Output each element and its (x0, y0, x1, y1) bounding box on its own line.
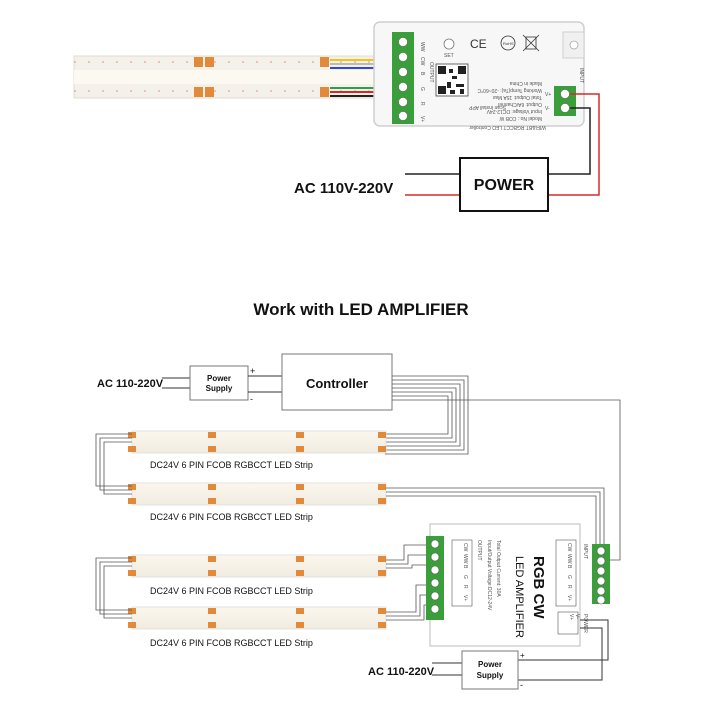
power-label: POWER (474, 177, 535, 194)
amp-input-terminal-label: G (566, 575, 572, 579)
amplifier-voltage: Input/Output Voltage:DC12-24V (486, 540, 492, 611)
weee-bin-icon (522, 34, 540, 52)
rohs-mark: RoHS (503, 41, 514, 46)
amplifier-power-wires (432, 619, 609, 681)
minus-sign: - (520, 680, 523, 690)
led-strip-group-4: DC24V 6 PIN FCOB RGBCCT LED Strip (95, 584, 430, 648)
led-strip (131, 430, 387, 454)
top-power-supply: POWER (459, 157, 549, 212)
strip-label: DC24V 6 PIN FCOB RGBCCT LED Strip (150, 460, 313, 470)
amplifier-output-label: OUTPUT (476, 540, 482, 561)
led-strip (131, 606, 387, 630)
top-ac-label: AC 110V-220V (294, 180, 393, 197)
controller-bus-wires (385, 375, 621, 561)
set-button (443, 38, 455, 50)
solder-pad (194, 87, 203, 97)
minus-sign: - (250, 394, 253, 404)
amplifier-title: RGB CW (530, 556, 547, 619)
led-strip (131, 482, 387, 506)
amp-input-terminal-label: B (566, 565, 572, 569)
certification-marks: CE RoHS (470, 34, 540, 52)
amplifier-subtitle: LED AMPLIFIER (513, 556, 525, 638)
controller-terminal-label: R (419, 102, 425, 106)
ac-input-label-bottom: AC 110-220V (368, 666, 435, 678)
amplifier-input-label: INPUT (582, 544, 588, 559)
power-supply-label: Power (478, 660, 502, 669)
controller-name: WIFI&BT RGBCCT LED Controller (469, 124, 546, 130)
controller-label: Controller (306, 376, 368, 391)
controller-terminal-label: WW (419, 42, 425, 52)
strip-label: DC24V 6 PIN FCOB RGBCCT LED Strip (150, 638, 313, 648)
plus-sign: + (520, 651, 525, 660)
amp-input-terminal-label: WW (566, 554, 572, 564)
amp-output-terminal-label: R (462, 585, 468, 589)
amp-power-terminal-label: V- (574, 614, 580, 619)
led-strip (131, 554, 387, 578)
solder-pad (205, 87, 214, 97)
amplifier-input-labels: CW WW B G R V+ (555, 539, 577, 607)
controller-terminal-label: B (419, 72, 425, 76)
ac-input-label-top: AC 110-220V (97, 378, 164, 390)
amplifier-current: Total Output Current: 30A (495, 540, 501, 597)
controller-made-in: Made in China (510, 80, 542, 86)
controller-terminal-label: G (419, 87, 425, 91)
power-supply-bottom: Power Supply (461, 650, 519, 690)
controller-spec-text: WIFI&BT RGBCCT LED Controller Model No.:… (468, 80, 546, 130)
strip-label: DC24V 6 PIN FCOB RGBCCT LED Strip (150, 512, 313, 522)
amp-output-terminal-label: G (462, 575, 468, 579)
bottom-diagram: AC 110-220V Power Supply + - Controller (95, 353, 621, 690)
top-diagram: WW CW B G R V+ OUTPUT WIFI&BT (73, 21, 600, 212)
amplifier-output-terminal-block (426, 536, 444, 620)
controller-input-voltage: Input Voltage: DC12-24V (486, 108, 542, 114)
amp-output-terminal-label: CW (462, 543, 468, 552)
amp-input-terminal-label: V+ (566, 595, 572, 601)
controller-output-terminal-block (392, 32, 414, 124)
plus-sign: + (250, 366, 255, 376)
power-supply-label: Supply (206, 384, 233, 393)
amp-output-terminal-label: B (462, 565, 468, 569)
set-label: SET (444, 53, 454, 59)
power-supply-label: Power (207, 374, 231, 383)
amp-power-terminal-label: V+ (568, 614, 574, 620)
led-strip-group-1: DC24V 6 PIN FCOB RGBCCT LED Strip (95, 430, 387, 478)
qr-code (435, 63, 469, 97)
controller-output-label: OUTPUT (428, 62, 434, 83)
wifi-bt-controller: WW CW B G R V+ OUTPUT WIFI&BT (373, 21, 585, 130)
top-power-wires (405, 93, 600, 196)
input-terminal-label: V+ (545, 92, 551, 98)
amp-output-terminal-label: WW (462, 554, 468, 564)
bottom-controller: Controller (281, 353, 393, 411)
power-supply-top: Power Supply + - (189, 365, 282, 404)
amp-output-terminal-label: V+ (462, 595, 468, 601)
controller-input-label: INPUT (578, 68, 584, 83)
power-supply-label: Supply (477, 671, 504, 680)
amp-input-terminal-label: R (566, 585, 572, 589)
solder-pad (320, 57, 329, 67)
led-amplifier: CW WW B G R V+ OUTPUT Input/Output Volta… (426, 523, 610, 647)
controller-output-current: Output: 6A/Channel (498, 101, 542, 107)
strip-label: DC24V 6 PIN FCOB RGBCCT LED Strip (150, 586, 313, 596)
controller-terminal-label: CW (419, 57, 425, 66)
controller-scan-app: Scan Install APP (468, 104, 506, 110)
controller-working-temp: Working Temp(Ta): -20~60°C (477, 87, 542, 93)
screw-hole-icon (569, 40, 579, 50)
solder-pad (320, 87, 329, 97)
led-strip-group-3: DC24V 6 PIN FCOB RGBCCT LED Strip (95, 544, 430, 606)
controller-total-output: Total Output: 15A Max (492, 94, 542, 100)
ce-mark: CE (470, 37, 487, 51)
input-terminal-label: V- (545, 106, 550, 112)
section-title: Work with LED AMPLIFIER (253, 300, 468, 319)
amplifier-power-label: POWER (582, 614, 588, 633)
solder-pad (205, 57, 214, 67)
controller-terminal-label: V+ (419, 116, 425, 122)
rohs-icon (500, 35, 516, 51)
amplifier-output-labels: CW WW B G R V+ (451, 539, 473, 607)
amp-input-terminal-label: CW (566, 543, 572, 552)
led-strip-group-2: DC24V 6 PIN FCOB RGBCCT LED Strip (95, 478, 605, 556)
controller-model: Model No.: COB W (499, 115, 542, 121)
solder-pad (194, 57, 203, 67)
